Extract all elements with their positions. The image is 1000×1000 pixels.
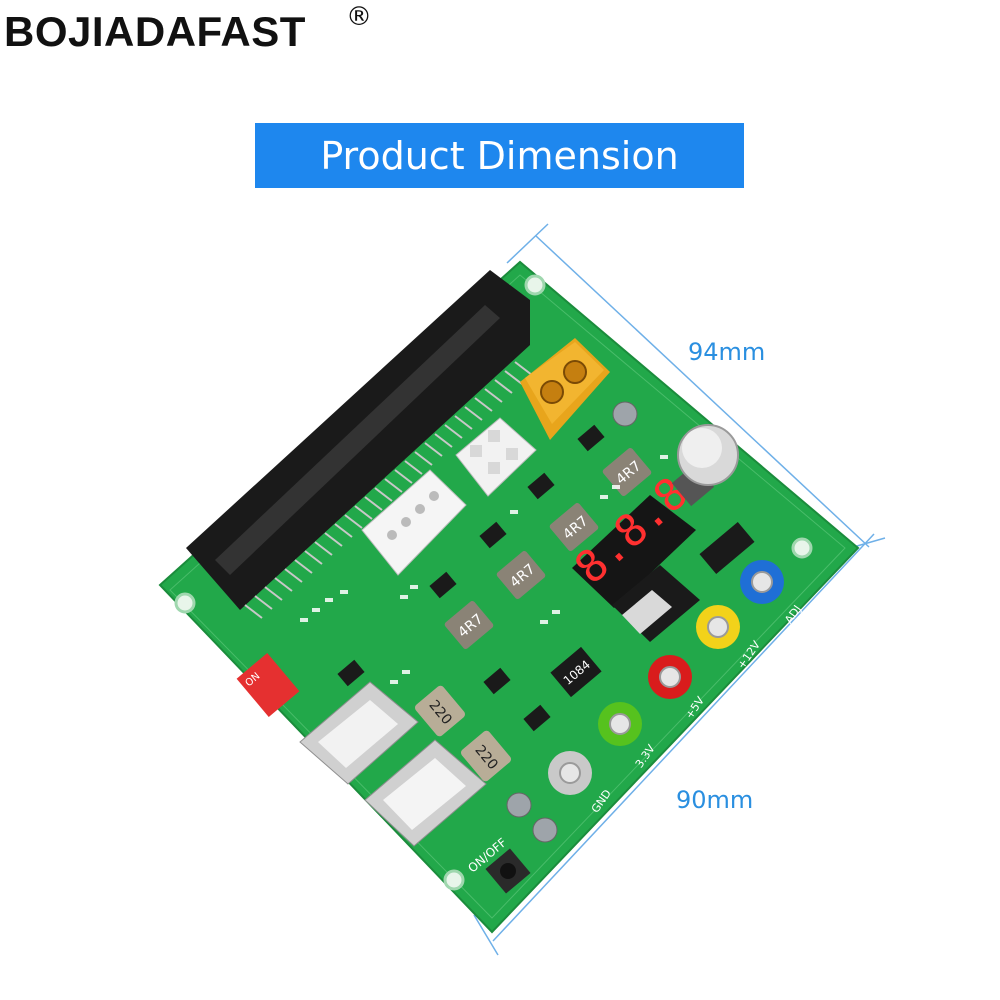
usb-ports [299, 681, 487, 847]
inductors: 4R7 4R7 4R7 4R7 [444, 447, 652, 650]
molex-connector [361, 469, 467, 576]
power-button [485, 848, 531, 894]
banner-title: Product Dimension [320, 133, 679, 178]
atx-connector [455, 417, 537, 497]
dimension-label-90: 90mm [676, 786, 754, 814]
dimension-label-94: 94mm [688, 338, 766, 366]
edge-connector [186, 270, 533, 619]
terminals [548, 560, 784, 795]
title-banner: Product Dimension [255, 123, 744, 188]
smd-components [300, 455, 668, 684]
small-ics [337, 424, 755, 732]
registered-mark: ® [346, 2, 372, 32]
brand-name: BOJIADAFAST [4, 8, 306, 55]
regulator-1084: 1084 [550, 646, 602, 698]
potentiometer-knob [671, 424, 739, 507]
mounting-holes [174, 274, 813, 891]
dip-switch: ON [236, 652, 300, 718]
xt60-connector [520, 338, 610, 440]
coils: 220 220 [414, 685, 512, 782]
capacitors [506, 401, 638, 843]
